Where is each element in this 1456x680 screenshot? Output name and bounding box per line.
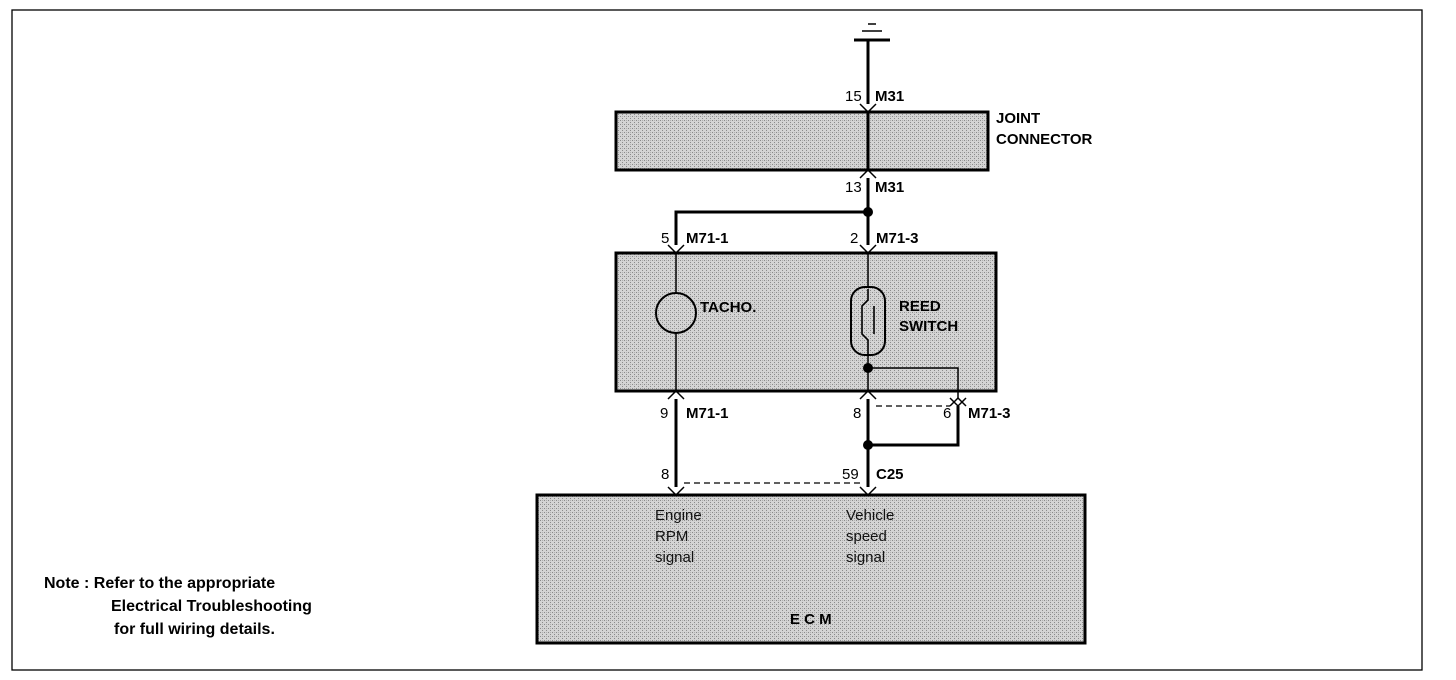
ecm-splice-point: [863, 440, 873, 450]
cluster-bottom-connectors: 9 M71-1 8 6 M71-3: [660, 389, 1011, 422]
ecm-left-signal-1: Engine: [655, 507, 702, 524]
joint-bottom-pin: 13: [845, 179, 862, 196]
ecm-right-signal-3: signal: [846, 549, 885, 566]
joint-connector-box: [614, 110, 990, 172]
reed-label-2: SWITCH: [899, 318, 958, 335]
note-line-1: Note : Refer to the appropriate: [44, 575, 275, 592]
ecm: 8 59 C25 Engine RPM signal Vehicle speed…: [535, 466, 1087, 645]
cluster-left-bottom-connector: M71-1: [686, 405, 729, 422]
cluster-extra-pin: 6: [943, 405, 951, 422]
ecm-left-pin: 8: [661, 466, 669, 483]
cluster-extra-connector: M71-3: [968, 405, 1011, 422]
ecm-right-signal-1: Vehicle: [846, 507, 894, 524]
note: Note : Refer to the appropriate Electric…: [44, 575, 312, 638]
diagram-frame: [11, 9, 1423, 671]
splice-wires: [674, 178, 873, 245]
ecm-left-signal-3: signal: [655, 549, 694, 566]
ecm-box: [535, 493, 1087, 645]
cluster-right-bottom-pin: 8: [853, 405, 861, 422]
cluster-right-top-pin: 2: [850, 230, 858, 247]
joint-connector-label-1: JOINT: [996, 110, 1040, 127]
ecm-right-signal-2: speed: [846, 528, 887, 545]
joint-top-pin: 15: [845, 88, 862, 105]
ecm-right-pin: 59: [842, 466, 859, 483]
note-line-2: Electrical Troubleshooting: [111, 598, 312, 615]
joint-connector-label-2: CONNECTOR: [996, 131, 1093, 148]
cluster-left-top-connector: M71-1: [686, 230, 729, 247]
reed-label-1: REED: [899, 298, 941, 315]
joint-bottom-connector: M31: [875, 179, 904, 196]
ground-icon: [854, 23, 890, 104]
ecm-connector: C25: [876, 466, 904, 483]
ecm-left-signal-2: RPM: [655, 528, 688, 545]
ecm-wires: [674, 399, 960, 487]
joint-connector: 15 M31 13 M31 JOINT CONNECTOR: [614, 88, 1093, 196]
tacho-label: TACHO.: [700, 299, 756, 316]
ecm-label: E C M: [790, 611, 832, 628]
cluster-left-top-pin: 5: [661, 230, 669, 247]
joint-top-connector: M31: [875, 88, 904, 105]
cluster-left-bottom-pin: 9: [660, 405, 668, 422]
cluster-right-top-connector: M71-3: [876, 230, 919, 247]
note-line-3: for full wiring details.: [114, 621, 275, 638]
splice-point: [863, 207, 873, 217]
instrument-cluster: 5 M71-1 2 M71-3 TACHO. REED SWITCH: [614, 230, 998, 398]
